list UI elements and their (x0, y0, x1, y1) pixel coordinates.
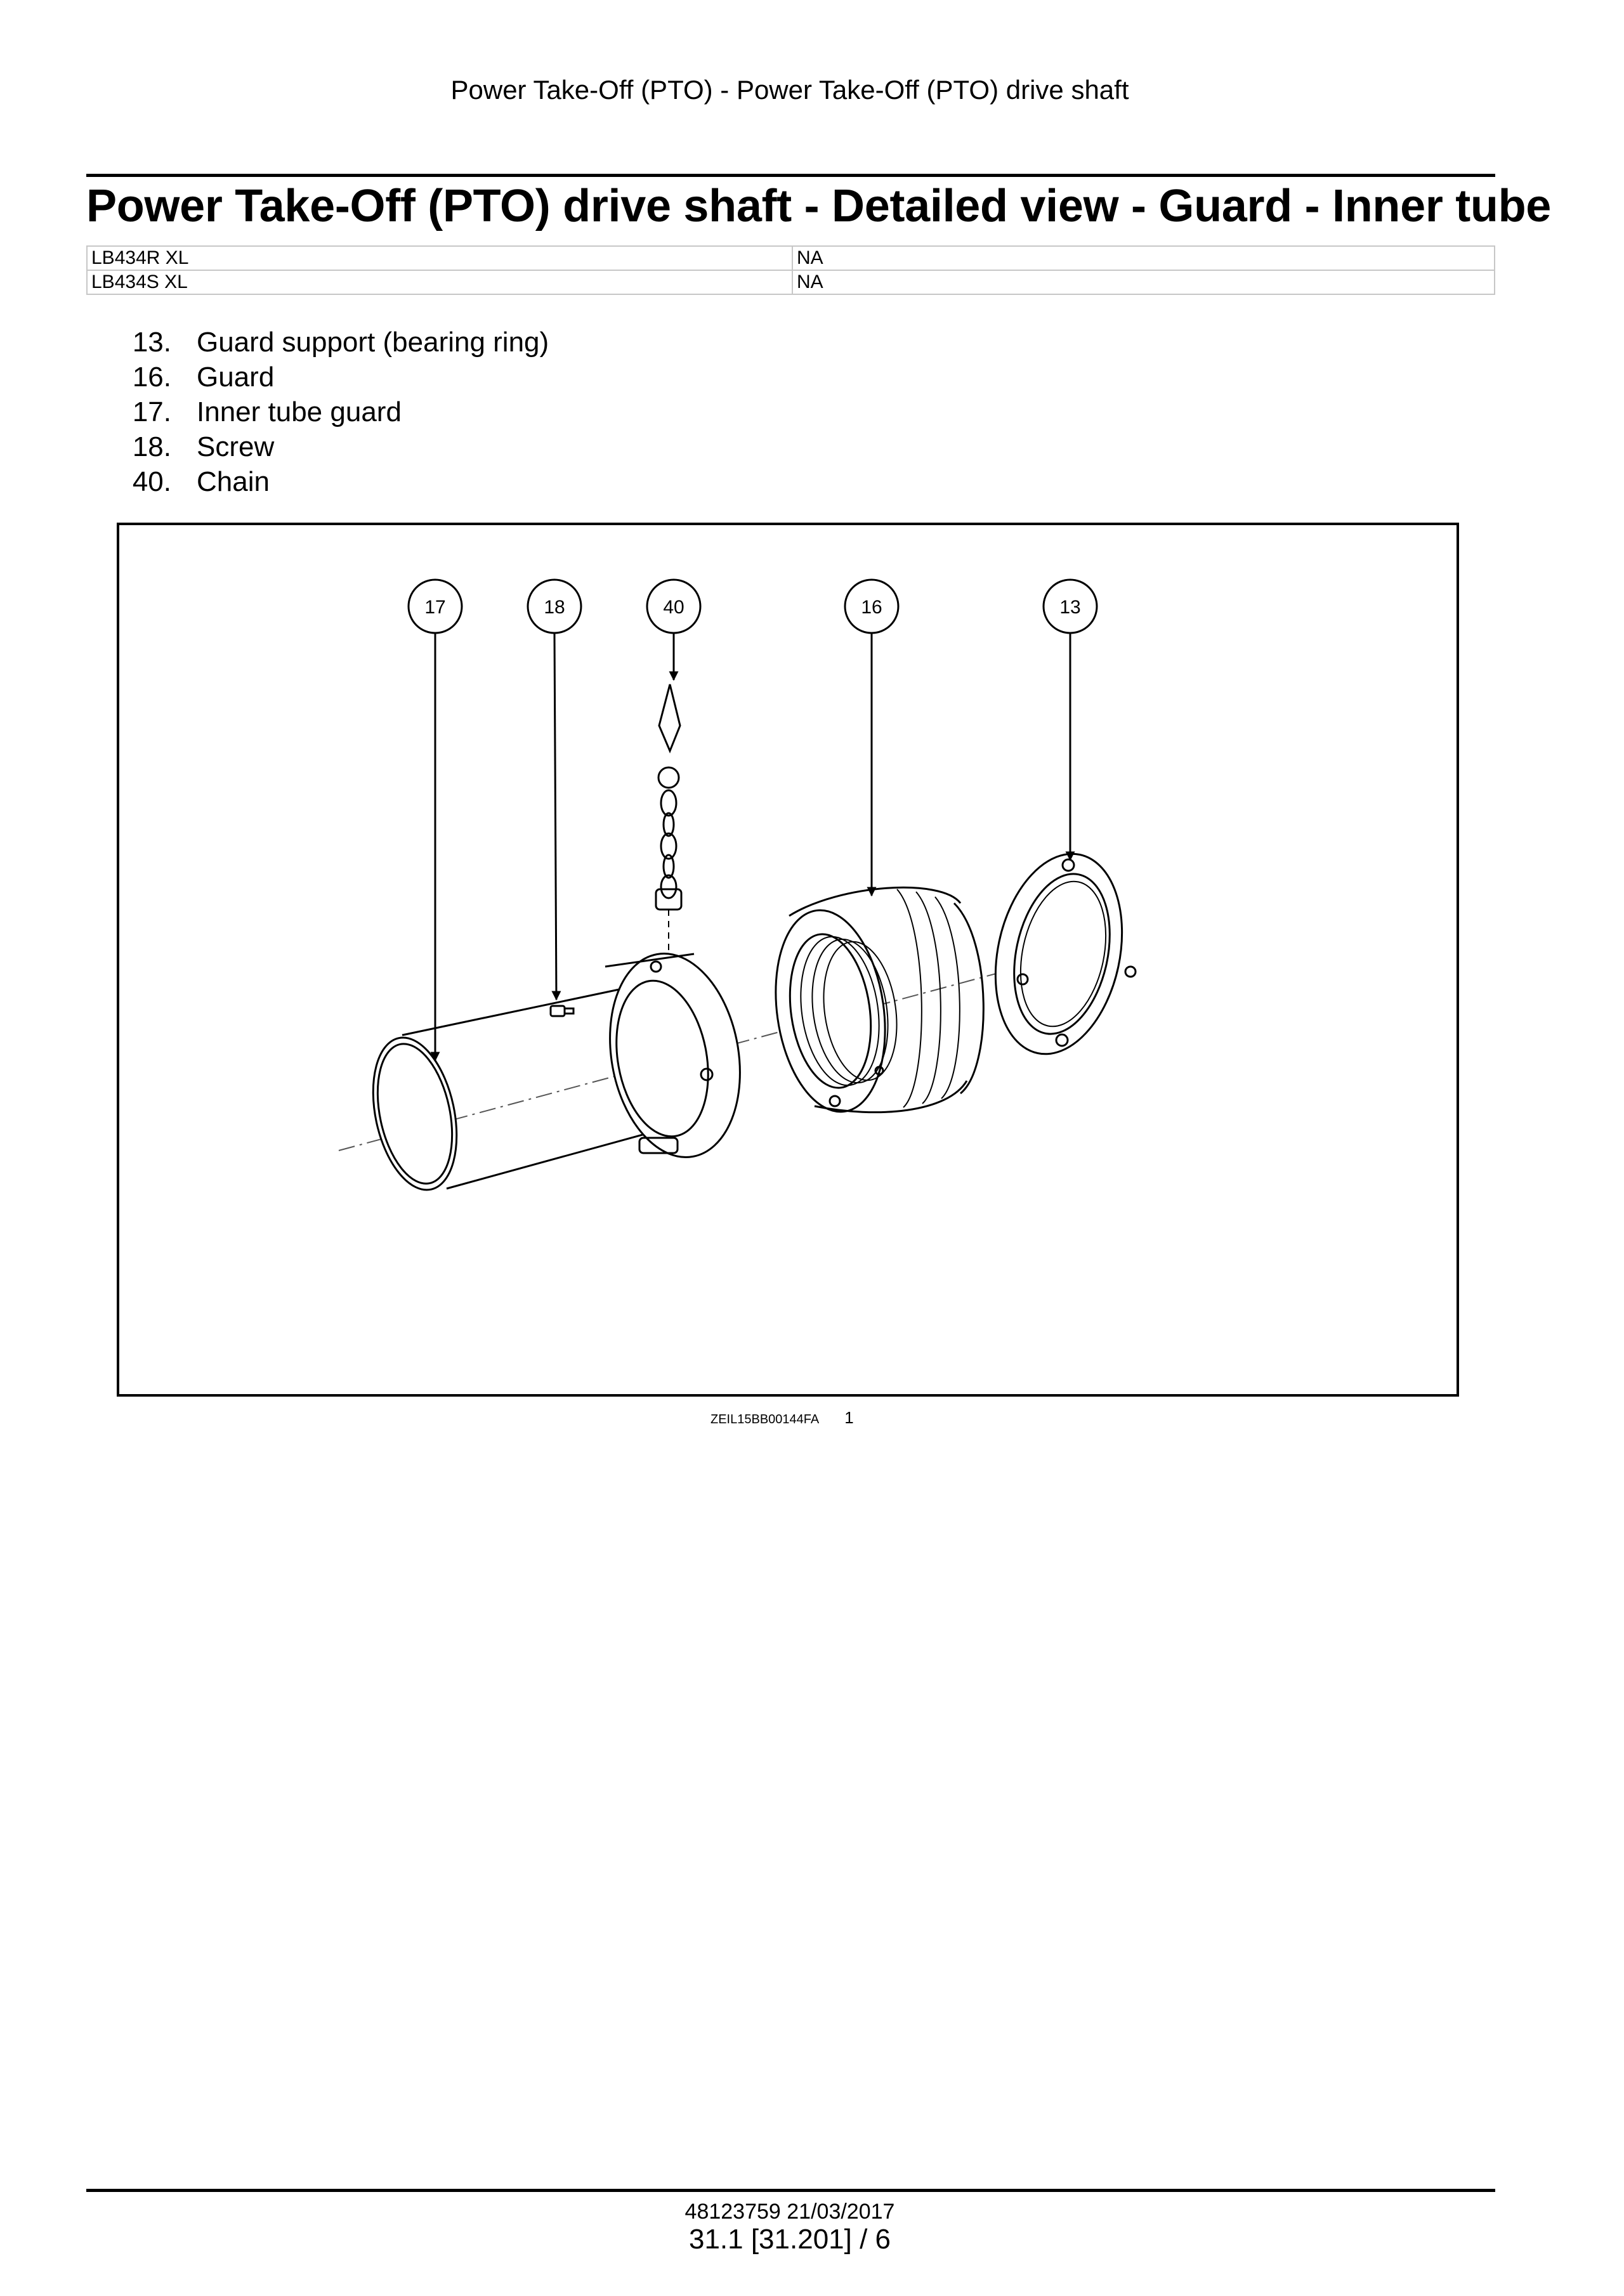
callout-16: 16 (844, 578, 900, 634)
market-cell: NA (792, 270, 1495, 295)
exploded-view-figure: 17 18 40 16 13 (117, 523, 1459, 1397)
title-rule (86, 174, 1495, 177)
callout-40: 40 (646, 578, 702, 634)
legend-item: 18. Screw (102, 429, 549, 464)
running-header: Power Take-Off (PTO) - Power Take-Off (P… (450, 75, 1129, 105)
callout-label: 17 (424, 597, 445, 618)
callout-label: 40 (663, 597, 684, 618)
model-cell: LB434R XL (86, 245, 793, 271)
guard-support-ring-part (994, 852, 1137, 1055)
callout-leaders (430, 632, 1075, 1062)
image-code: ZEIL15BB00144FA (710, 1412, 820, 1426)
model-cell: LB434S XL (86, 270, 793, 295)
legend-number: 18. (132, 431, 171, 462)
callout-18: 18 (527, 578, 582, 634)
bearing-housing-part (605, 953, 741, 1158)
market-cell: NA (792, 245, 1495, 271)
footer-rule (86, 2189, 1495, 2192)
footer-page-reference: 31.1 [31.201] / 6 (688, 2224, 891, 2255)
legend-label: Screw (197, 431, 275, 462)
exploded-view-drawing: 17 18 40 16 13 (338, 578, 1137, 1191)
page-title: Power Take-Off (PTO) drive shaft - Detai… (86, 181, 1552, 232)
inner-tube-guard-part (372, 983, 650, 1191)
table-row: LB434S XL NA (86, 270, 1495, 295)
footer-doc-code: 48123759 21/03/2017 (684, 2200, 895, 2224)
table-row: LB434R XL NA (86, 245, 1495, 271)
legend-number: 13. (132, 327, 171, 358)
callout-13: 13 (1042, 578, 1098, 634)
legend-item: 13. Guard support (bearing ring) (102, 325, 549, 360)
parts-legend: 13. Guard support (bearing ring) 16. Guard… (102, 325, 549, 499)
legend-number: 17. (132, 396, 171, 427)
figure-caption: ZEIL15BB00144FA 1 (710, 1408, 854, 1428)
model-table: LB434R XL NA LB434S XL NA (86, 245, 1495, 295)
callout-17: 17 (407, 578, 463, 634)
legend-number: 40. (132, 466, 171, 497)
chain-part (655, 684, 683, 954)
legend-item: 17. Inner tube guard (102, 395, 549, 429)
legend-item: 40. Chain (102, 464, 549, 499)
legend-label: Guard (197, 362, 275, 393)
legend-label: Chain (197, 466, 270, 497)
legend-label: Guard support (bearing ring) (197, 327, 549, 358)
guard-bellows-part (775, 886, 985, 1114)
legend-number: 16. (132, 362, 171, 393)
legend-item: 16. Guard (102, 360, 549, 395)
legend-label: Inner tube guard (197, 396, 402, 427)
screw-part (549, 1005, 575, 1017)
callout-label: 16 (861, 597, 882, 618)
callout-label: 18 (544, 597, 565, 618)
callout-label: 13 (1059, 597, 1080, 618)
figure-number: 1 (844, 1408, 854, 1427)
